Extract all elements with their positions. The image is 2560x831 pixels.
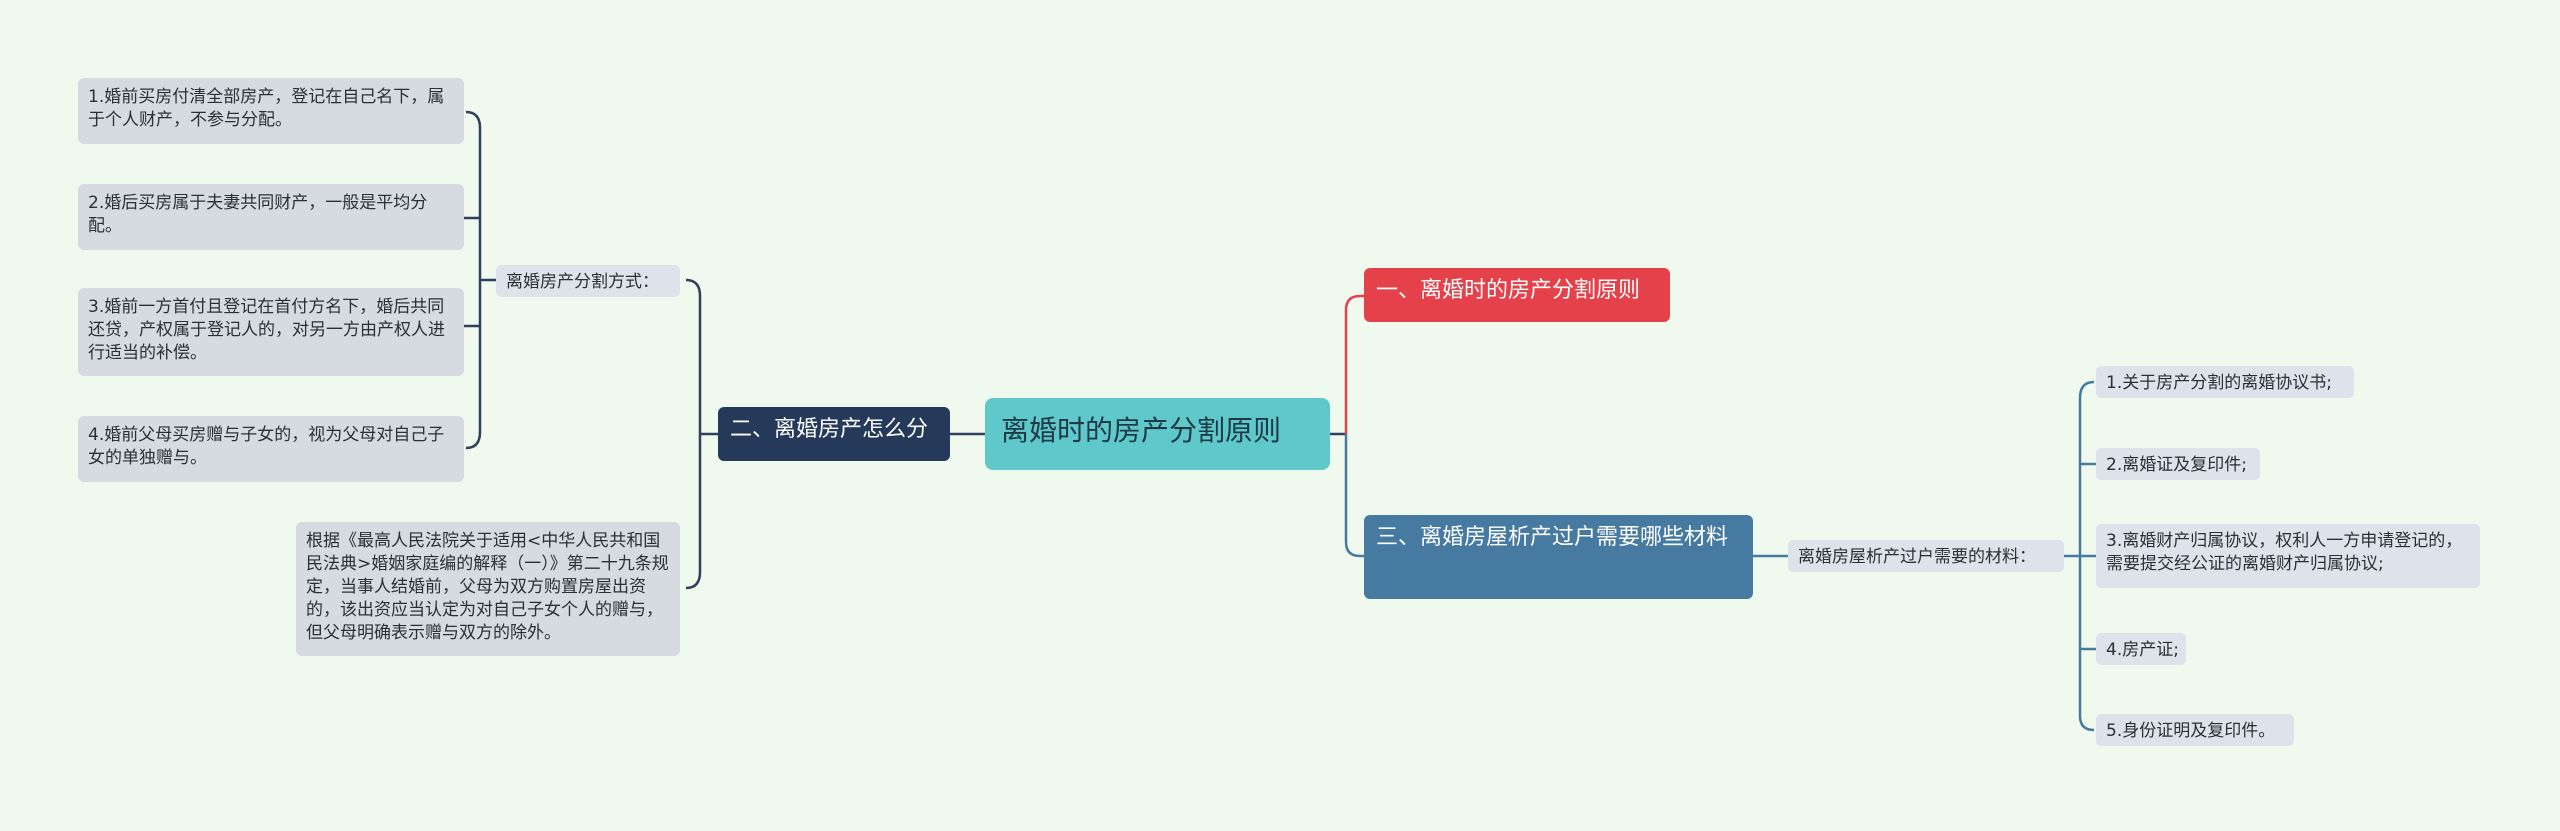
root-topic[interactable]: 离婚时的房产分割原则: [985, 398, 1330, 470]
branch-how-to-divide[interactable]: 二、离婚房产怎么分: [718, 407, 950, 461]
left-item-1[interactable]: 1.婚前买房付清全部房产，登记在自己名下，属于个人财产，不参与分配。: [78, 78, 464, 144]
connector-right-blue: [1344, 434, 1364, 558]
left-item-4[interactable]: 4.婚前父母买房赠与子女的，视为父母对自己子女的单独赠与。: [78, 416, 464, 482]
left-item-3[interactable]: 3.婚前一方首付且登记在首付方名下，婚后共同还贷，产权属于登记人的，对另一方由产…: [78, 288, 464, 376]
connector-right-red: [1344, 294, 1364, 434]
right-item-1[interactable]: 1.关于房产分割的离婚协议书;: [2096, 366, 2354, 398]
connector-left-items-bracket: [465, 110, 496, 450]
left-item-2[interactable]: 2.婚后买房属于夫妻共同财产，一般是平均分配。: [78, 184, 464, 250]
legal-basis-note[interactable]: 根据《最高人民法院关于适用<中华人民共和国民法典>婚姻家庭编的解释（一）》第二十…: [296, 522, 680, 656]
right-sub-label[interactable]: 离婚房屋析产过户需要的材料：: [1788, 540, 2064, 572]
branch-division-principle[interactable]: 一、离婚时的房产分割原则: [1364, 268, 1670, 322]
left-sub-label[interactable]: 离婚房产分割方式：: [496, 265, 680, 297]
right-item-2[interactable]: 2.离婚证及复印件;: [2096, 448, 2260, 480]
right-item-4[interactable]: 4.房产证;: [2096, 633, 2186, 665]
right-item-3[interactable]: 3.离婚财产归属协议，权利人一方申请登记的，需要提交经公证的离婚财产归属协议;: [2096, 524, 2480, 588]
branch-transfer-materials[interactable]: 三、离婚房屋析产过户需要哪些材料: [1364, 515, 1753, 599]
connector-left-bracket: [685, 278, 718, 590]
right-item-5[interactable]: 5.身份证明及复印件。: [2096, 714, 2294, 746]
